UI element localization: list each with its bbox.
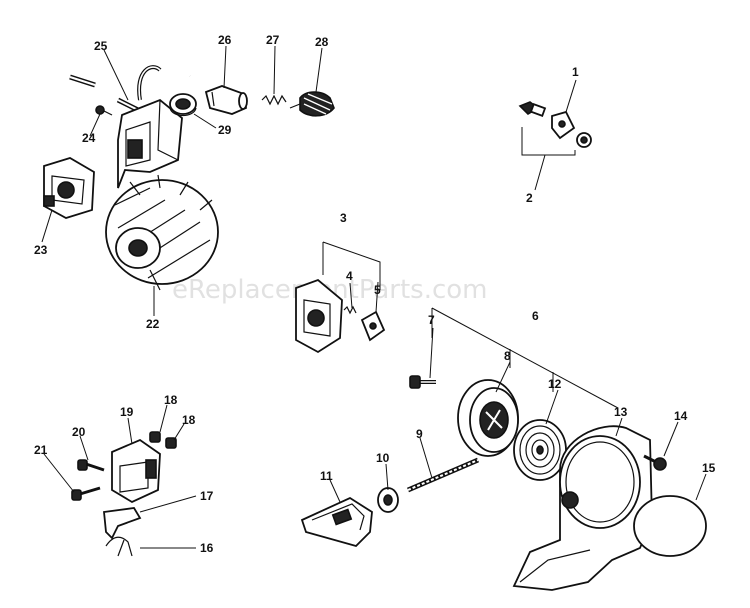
recoil-spring-12	[513, 419, 567, 481]
leader-lines-6	[431, 307, 619, 409]
recoil-housing-13	[512, 425, 653, 591]
spring-16	[105, 536, 133, 557]
terminal-28	[289, 91, 335, 117]
label-16: 16	[200, 541, 214, 555]
label-26: 26	[218, 33, 232, 47]
label-18a: 18	[164, 393, 178, 407]
label-20: 20	[72, 425, 86, 439]
lever-17	[103, 507, 142, 540]
nut-18b	[165, 437, 177, 449]
label-15: 15	[702, 461, 716, 475]
screw-7	[409, 375, 436, 389]
label-18b: 18	[182, 413, 196, 427]
label-3: 3	[340, 211, 347, 225]
label-1: 1	[572, 65, 579, 79]
module-19	[111, 438, 161, 504]
label-11: 11	[320, 469, 333, 483]
label-22: 22	[146, 317, 160, 331]
flywheel-22	[105, 174, 219, 291]
label-5: 5	[374, 283, 381, 297]
starter-rope-9	[407, 457, 479, 493]
starter-handle-11	[300, 496, 373, 548]
cover-disk-15	[633, 495, 707, 557]
label-14: 14	[674, 409, 688, 423]
label-13: 13	[614, 405, 628, 419]
part-number-labels: 1 2 3 4 5 6 7 8 9 10 11 12 13 14 15 16 1…	[34, 33, 716, 555]
starter-reel-8	[457, 379, 519, 457]
screw-14	[643, 454, 667, 471]
label-6: 6	[532, 309, 539, 323]
ignition-coil-assembly	[69, 56, 191, 189]
label-10: 10	[376, 451, 390, 465]
label-19: 19	[120, 405, 134, 419]
nut-18a	[149, 431, 161, 443]
spring-27	[261, 94, 287, 106]
label-2: 2	[526, 191, 533, 205]
magneto-shoe-23	[43, 157, 95, 219]
screw-20	[77, 459, 105, 472]
label-9: 9	[416, 427, 423, 441]
label-24: 24	[82, 131, 96, 145]
screw-21	[71, 486, 101, 501]
label-21: 21	[34, 443, 48, 457]
grommet-29	[169, 93, 197, 117]
label-23: 23	[34, 243, 48, 257]
starter-pawl-group	[295, 241, 386, 354]
spark-plug-boot-26	[204, 85, 248, 115]
rope-insert-10	[377, 487, 399, 513]
label-27: 27	[266, 33, 280, 47]
label-4: 4	[346, 269, 353, 283]
label-7: 7	[428, 313, 435, 327]
label-28: 28	[315, 35, 329, 49]
label-17: 17	[200, 489, 214, 503]
label-25: 25	[94, 39, 108, 53]
leader-lines	[41, 45, 707, 549]
screw-24	[95, 105, 113, 116]
label-8: 8	[504, 349, 511, 363]
label-29: 29	[218, 123, 232, 137]
label-12: 12	[548, 377, 562, 391]
stop-switch-assembly	[518, 101, 592, 156]
